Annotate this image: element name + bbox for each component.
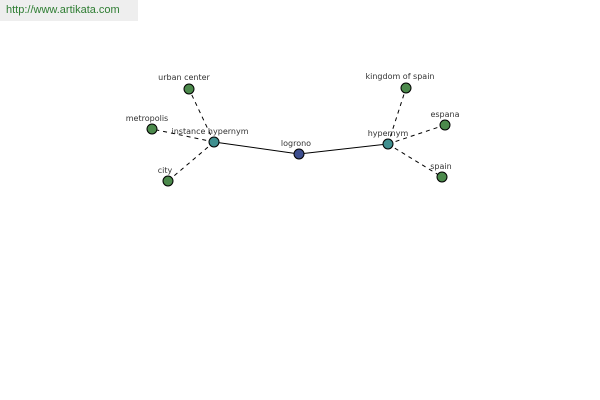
label-urban-center: urban center: [158, 73, 210, 82]
node-urban-center[interactable]: [183, 83, 195, 95]
label-espana: espana: [430, 110, 459, 119]
edge-hypernym-kingdom-of-spain: [387, 87, 407, 145]
edge-instance-hypernym-urban-center: [188, 88, 215, 143]
node-kingdom-of-spain[interactable]: [400, 82, 412, 94]
edge-instance-hypernym-city: [167, 141, 215, 182]
url-bar: http://www.artikata.com: [0, 0, 138, 21]
edge-center-hypernym: [298, 143, 389, 155]
node-espana[interactable]: [439, 119, 451, 131]
node-logrono[interactable]: [293, 148, 305, 160]
edge-instance-hypernym-metropolis: [151, 128, 215, 143]
edge-hypernym-spain: [387, 143, 443, 178]
edge-hypernym-espana: [387, 124, 446, 145]
label-logrono: logrono: [281, 139, 311, 148]
label-city: city: [158, 166, 173, 175]
node-metropolis[interactable]: [146, 123, 158, 135]
label-instance-hypernym: instance hypernym: [172, 127, 249, 136]
node-spain[interactable]: [436, 171, 448, 183]
site-url-link[interactable]: http://www.artikata.com: [6, 4, 120, 16]
label-kingdom-of-spain: kingdom of spain: [365, 72, 434, 81]
label-spain: spain: [430, 162, 451, 171]
node-city[interactable]: [162, 175, 174, 187]
node-instance-hypernym[interactable]: [208, 136, 220, 148]
node-hypernym[interactable]: [382, 138, 394, 150]
label-metropolis: metropolis: [126, 114, 168, 123]
edge-center-instance-hypernym: [213, 141, 300, 155]
label-hypernym: hypernym: [368, 129, 409, 138]
